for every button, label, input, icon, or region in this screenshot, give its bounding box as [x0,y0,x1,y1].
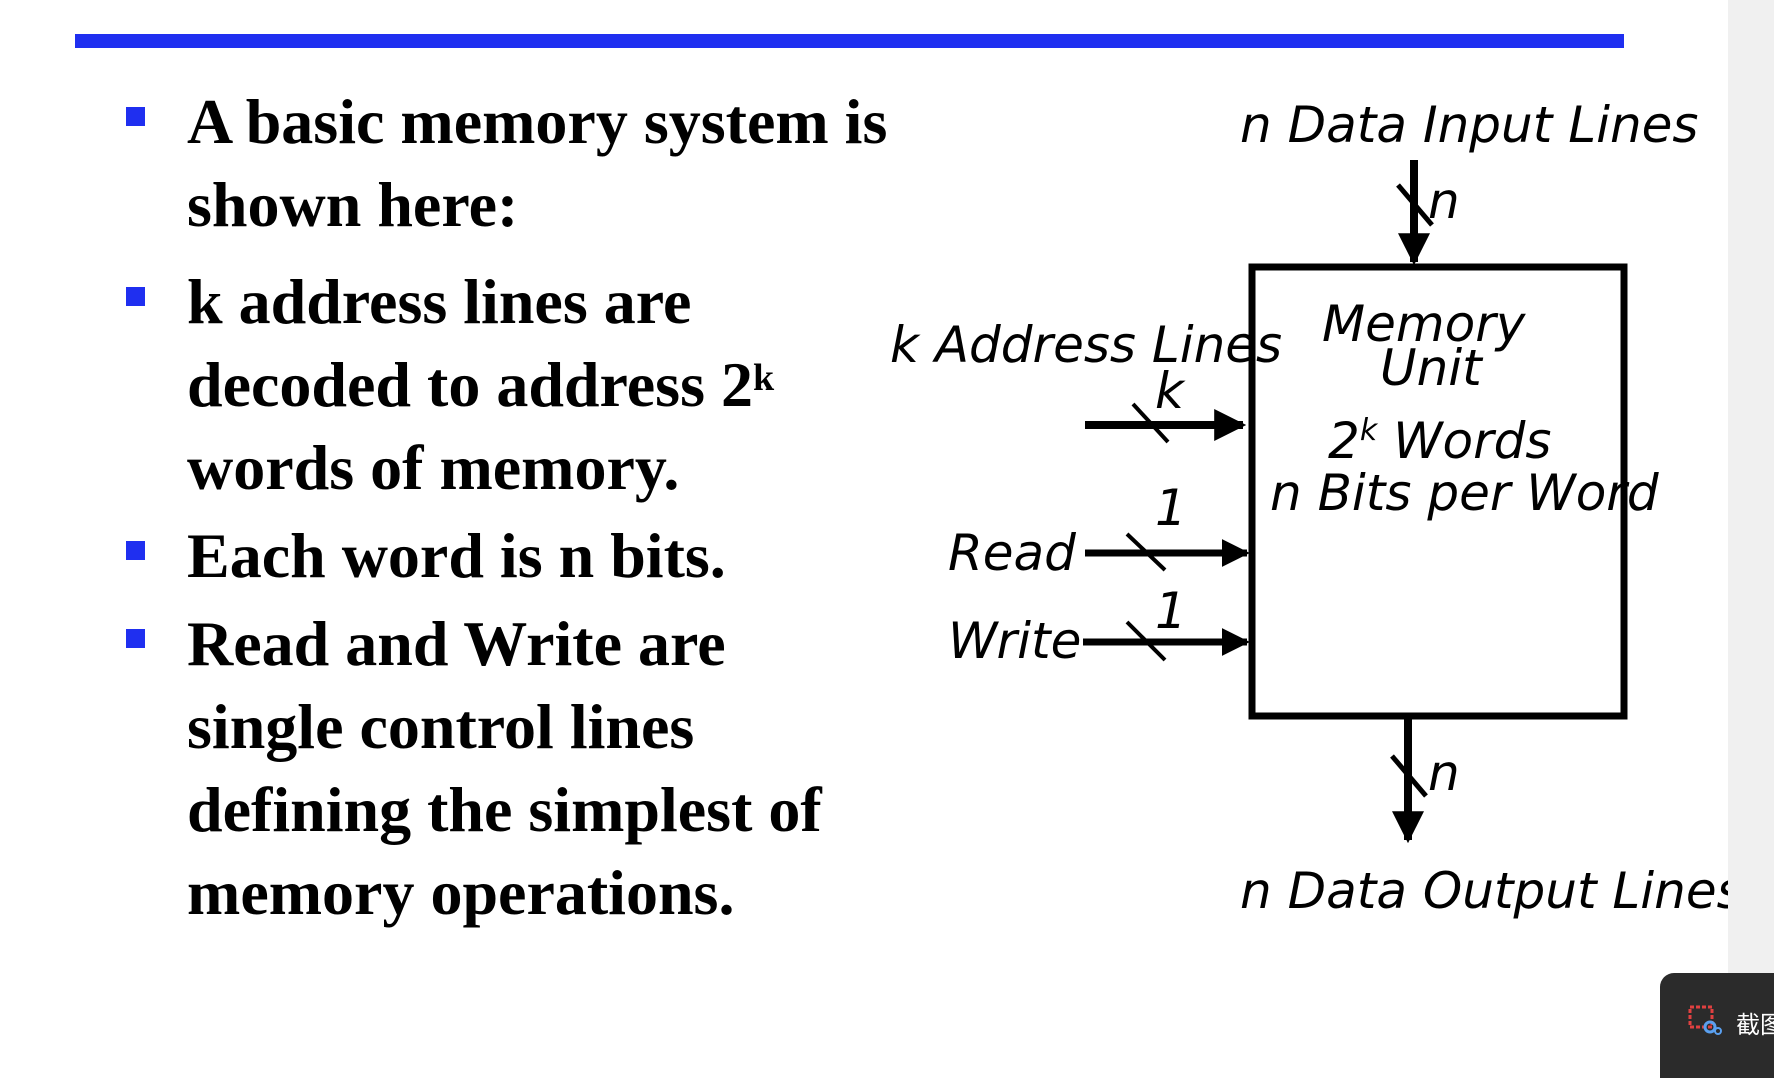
square-bullet-icon [126,287,145,306]
words-text: Words [1377,412,1551,470]
square-bullet-icon [126,629,145,648]
bullet-item: Each word is n bits. [120,514,887,597]
write-slash [1125,620,1167,662]
data-output-width: n [1428,744,1460,802]
read-label: Read [948,524,1076,582]
bullet-list: A basic memory system is shown here: k a… [120,80,887,934]
bullet-text-part: words of memory. [187,432,680,503]
screenshot-icon [1688,1005,1722,1035]
window-edge [1728,0,1774,1078]
bullet-text: k address lines are decoded to address 2… [187,260,887,509]
words-base: 2 [1328,412,1360,470]
data-input-width: n [1428,172,1460,230]
bullet-item: k address lines are decoded to address 2… [120,260,887,509]
address-width: k [1155,362,1186,420]
square-bullet-icon [126,541,145,560]
bullet-text: Each word is n bits. [187,520,726,591]
bullet-item: A basic memory system is shown here: [120,80,887,246]
square-bullet-icon [126,107,145,126]
bits-per-word: n Bits per Word [1270,464,1659,522]
screenshot-button[interactable]: 截图 [1660,973,1774,1078]
title-rule [75,34,1624,48]
read-slash [1125,532,1167,572]
write-width: 1 [1155,582,1187,640]
read-width: 1 [1155,479,1187,537]
bullet-text: A basic memory system is shown here: [187,86,888,240]
unit-title: Memory [1322,295,1527,353]
address-slash [1131,402,1170,444]
superscript: k [752,357,775,399]
data-output-label: n Data Output Lines [1240,862,1728,920]
memory-unit-diagram: n Data Input Lines n k Address Lines k R… [890,96,1728,920]
data-output-slash [1390,754,1428,798]
write-label: Write [948,612,1081,670]
words-count: 2k Words [1328,412,1551,470]
data-input-slash [1396,183,1434,227]
bullet-item: Read and Write are single control lines … [120,602,887,934]
memory-unit-box [1248,263,1628,720]
bullet-text: Read and Write are single control lines … [187,608,822,928]
address-label: k Address Lines [890,316,1282,374]
bullet-text-part: k address lines are decoded to address 2 [187,266,753,420]
data-input-label: n Data Input Lines [1240,96,1698,154]
screenshot-label: 截图 [1736,1011,1774,1039]
words-exponent: k [1360,413,1379,448]
slide: A basic memory system is shown here: k a… [75,34,1728,934]
unit-title: Unit [1380,339,1484,397]
